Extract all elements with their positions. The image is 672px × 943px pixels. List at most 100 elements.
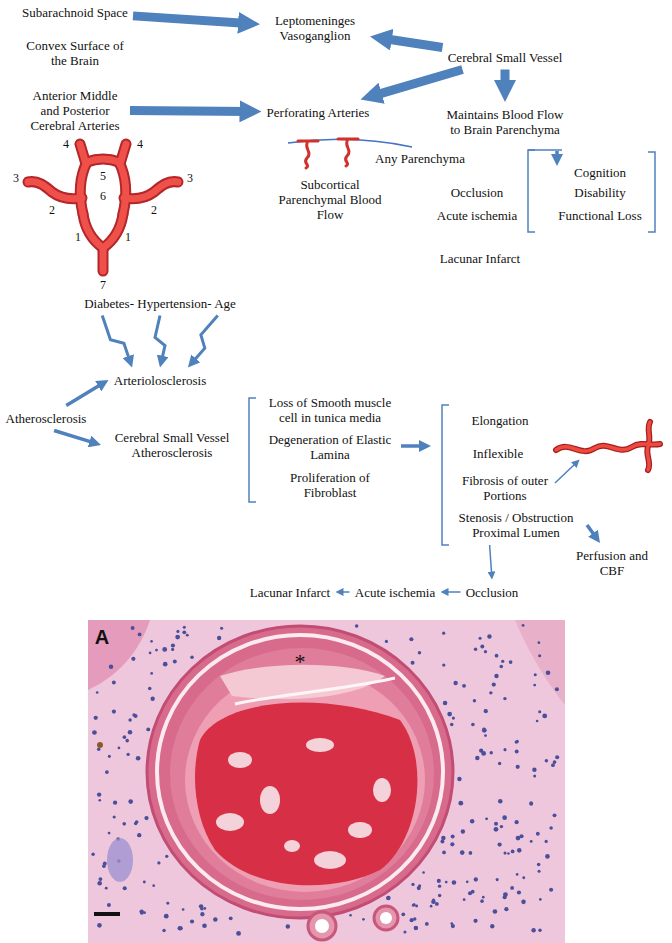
cell-nucleus	[545, 840, 548, 843]
cell-nucleus	[401, 912, 405, 916]
cell-nucleus	[499, 665, 503, 669]
cell-nucleus	[451, 835, 455, 839]
flow-text-node: Perfusion and CBF	[572, 548, 652, 578]
callout-number: 7	[100, 278, 106, 292]
cell-nucleus	[442, 663, 445, 666]
tortuous-vessel	[556, 422, 660, 470]
cell-nucleus	[443, 701, 447, 705]
scale-bar	[94, 912, 120, 916]
cell-nucleus	[474, 877, 478, 881]
cell-nucleus	[98, 799, 101, 802]
cell-nucleus	[200, 912, 204, 916]
cell-nucleus	[498, 799, 503, 804]
cell-nucleus	[437, 879, 441, 883]
cell-nucleus	[481, 751, 486, 756]
cell-nucleus	[97, 923, 102, 928]
cell-nucleus	[162, 929, 166, 933]
cell-nucleus	[150, 672, 153, 675]
node-text: Leptomeninges Vasoganglion	[265, 13, 365, 43]
cell-nucleus	[105, 770, 109, 774]
down-arrow	[555, 151, 559, 159]
clot-gap	[284, 840, 300, 852]
cell-nucleus	[517, 890, 521, 894]
cell-nucleus	[442, 851, 446, 855]
tissue-region	[88, 620, 150, 690]
cell-nucleus	[385, 640, 388, 643]
cell-nucleus	[495, 654, 499, 658]
cell-nucleus	[128, 730, 133, 735]
cell-nucleus	[484, 709, 488, 713]
cell-nucleus	[148, 687, 152, 691]
cell-nucleus	[487, 634, 491, 638]
callout-number: 4	[137, 137, 143, 151]
cell-nucleus	[236, 931, 241, 936]
inner-wall	[170, 648, 434, 900]
node-text: Subarachnoid Space	[22, 5, 128, 20]
cell-nucleus	[173, 660, 177, 664]
cell-nucleus	[442, 632, 445, 635]
pathology-text: Elongation	[471, 413, 529, 428]
cell-nucleus	[136, 756, 141, 761]
bracket	[528, 150, 535, 232]
cell-nucleus	[480, 899, 484, 903]
node-text: Perforating Arteries	[267, 105, 370, 120]
cell-nucleus	[536, 720, 539, 723]
node-text: Maintains Blood Flow to Brain Parenchyma	[443, 107, 568, 137]
small-vessel	[374, 906, 398, 930]
cell-nucleus	[102, 864, 106, 868]
cell-nucleus	[96, 691, 99, 694]
flow-arrow	[54, 431, 94, 443]
artery-outline	[28, 144, 178, 271]
cell-nucleus	[134, 822, 137, 825]
cell-nucleus	[516, 873, 519, 876]
small-vessel	[308, 912, 336, 940]
cell-nucleus	[537, 863, 541, 867]
cell-nucleus	[165, 855, 168, 858]
flow-text-node: Maintains Blood Flow to Brain Parenchyma	[443, 107, 568, 137]
cell-nucleus	[509, 660, 513, 664]
flow-text-node: Arteriolosclerosis	[114, 373, 207, 388]
annotation-text: Lacunar Infarct	[440, 251, 521, 266]
blood-clot	[195, 703, 417, 886]
cell-nucleus	[118, 747, 121, 750]
cell-nucleus	[150, 640, 153, 643]
cell-nucleus	[494, 822, 498, 826]
cell-nucleus	[430, 905, 433, 908]
lightning-arrow	[193, 316, 218, 363]
flow-text-node: Convex Surface of the Brain	[20, 38, 130, 68]
cell-nucleus	[113, 801, 117, 805]
cell-nucleus	[538, 870, 541, 873]
outcome-text: Cognition	[574, 165, 627, 180]
cell-nucleus	[175, 635, 180, 640]
cell-nucleus	[213, 917, 218, 922]
cell-nucleus	[529, 802, 533, 806]
cell-nucleus	[470, 819, 474, 823]
pathology-text: Proliferation of Fibroblast	[280, 470, 380, 500]
asterisk-mark: *	[295, 649, 306, 675]
flow-arrow	[446, 591, 461, 593]
cell-nucleus	[435, 902, 439, 906]
cell-nucleus	[531, 928, 535, 932]
cell-nucleus	[555, 755, 559, 759]
cell-nucleus	[542, 714, 547, 719]
bracket-group	[528, 150, 655, 232]
cell-nucleus	[440, 840, 444, 844]
bracket	[648, 152, 655, 232]
cell-nucleus	[503, 852, 506, 855]
node-text: Perfusion and CBF	[572, 548, 652, 578]
cell-nucleus	[123, 886, 127, 890]
node-text: Convex Surface of the Brain	[20, 38, 130, 68]
cell-nucleus	[411, 883, 414, 886]
cell-nucleus	[484, 734, 487, 737]
cell-nucleus	[417, 886, 421, 890]
cell-nucleus	[411, 661, 415, 665]
cell-nucleus	[494, 674, 498, 678]
pointer-arrow	[555, 463, 576, 483]
cell-nucleus	[217, 636, 221, 640]
pathology-text: Loss of Smooth muscle cell in tunica med…	[260, 395, 400, 425]
cell-nucleus	[162, 647, 167, 652]
clot-gap	[216, 813, 244, 831]
lightning-arrow	[102, 316, 130, 361]
cell-nucleus	[539, 898, 542, 901]
